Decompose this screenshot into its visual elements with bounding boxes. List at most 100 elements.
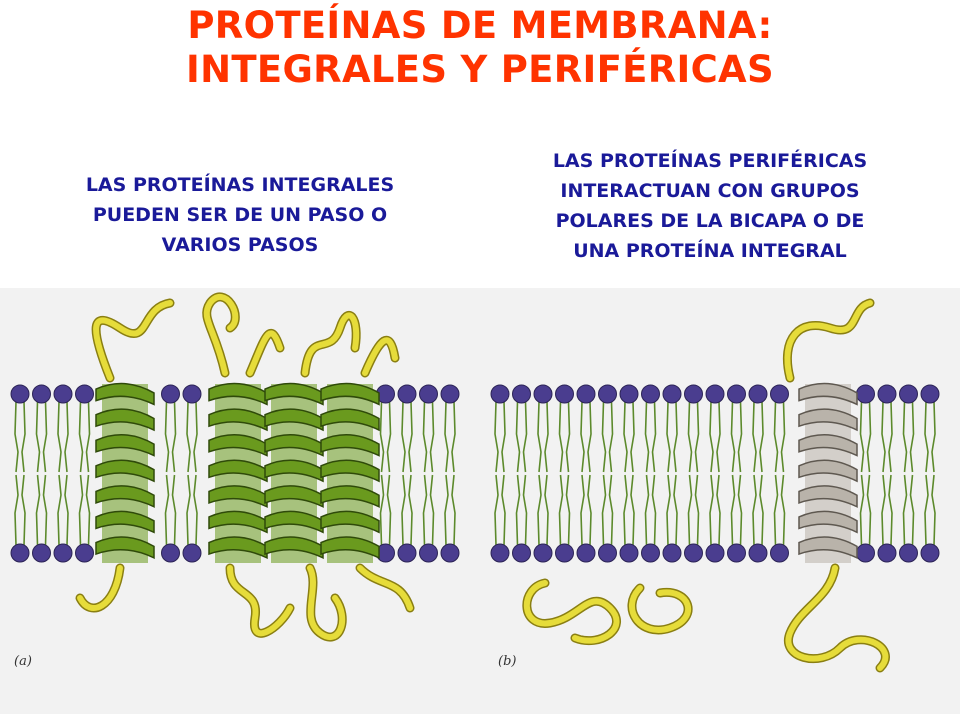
lipid-tail xyxy=(687,401,693,473)
lipid-tail xyxy=(565,474,571,546)
lipid-tail xyxy=(379,474,385,546)
helix-turn xyxy=(320,510,380,534)
page-title: PROTEÍNAS DE MEMBRANA: INTEGRALES Y PERI… xyxy=(0,4,960,92)
lipid-head xyxy=(619,384,639,404)
lipid-head xyxy=(748,543,768,563)
lipid-tail xyxy=(64,474,69,546)
panel-label-b: (b) xyxy=(498,654,517,669)
caption-peripheral-line-4: UNA PROTEÍNA INTEGRAL xyxy=(573,240,847,262)
caption-peripheral: LAS PROTEÍNAS PERIFÉRICAS INTERACTUAN CO… xyxy=(470,146,950,266)
helix-turn xyxy=(264,536,324,560)
lipid-tail xyxy=(694,401,700,473)
lipid-tail xyxy=(587,401,592,473)
lipid-tail xyxy=(515,474,521,546)
lipid-tail xyxy=(752,401,757,473)
helix-turn xyxy=(208,382,268,406)
lipid-head xyxy=(727,543,746,563)
lipid-head xyxy=(53,384,73,404)
lipid-tail xyxy=(386,474,392,546)
lipid-tail xyxy=(730,474,736,546)
lipid-tail xyxy=(78,401,84,473)
lipid-tail xyxy=(193,401,198,473)
helix-turn xyxy=(798,459,858,483)
lipid-tail xyxy=(501,401,506,473)
lipid-tail xyxy=(186,474,191,546)
lipid-tail xyxy=(35,401,41,473)
lipid-tail xyxy=(57,474,62,546)
lipid-tail xyxy=(644,474,650,546)
lipid-head xyxy=(662,543,682,563)
helix-turn xyxy=(264,485,324,508)
lipid-tail xyxy=(888,401,893,473)
lipid-head xyxy=(705,384,725,404)
helix-turn xyxy=(208,408,268,432)
lipid-head xyxy=(10,384,30,404)
helix-turn xyxy=(320,434,380,457)
lipid-tail xyxy=(186,401,191,473)
lipid-tail xyxy=(737,474,743,546)
lipid-tail xyxy=(601,474,607,546)
helix-turn xyxy=(208,434,268,457)
lipid-tail xyxy=(558,474,564,546)
helix-turn xyxy=(95,408,155,432)
lipid-tail xyxy=(386,401,392,473)
polypeptide-loop xyxy=(357,565,413,611)
helix-turn xyxy=(798,536,858,560)
title-line-2: INTEGRALES Y PERIFÉRICAS xyxy=(186,48,774,91)
caption-peripheral-line-1: LAS PROTEÍNAS PERIFÉRICAS xyxy=(552,150,868,172)
helix-turn xyxy=(320,408,380,432)
lipid-tail xyxy=(501,474,506,546)
helix-turn xyxy=(264,434,324,457)
lipid-tail xyxy=(494,401,499,473)
lipid-tail xyxy=(881,401,886,473)
lipid-head xyxy=(877,543,897,563)
lipid-tail xyxy=(451,474,456,546)
helix-turn xyxy=(208,510,268,534)
lipid-head xyxy=(770,384,789,404)
lipid-tail xyxy=(57,401,62,473)
lipid-tail xyxy=(42,474,48,546)
lipid-tail xyxy=(565,401,571,473)
lipid-head xyxy=(440,384,460,404)
polypeptide-loop xyxy=(785,565,889,671)
lipid-tail xyxy=(171,401,177,473)
lipid-head xyxy=(397,543,417,563)
lipid-tail xyxy=(408,401,413,473)
lipid-head xyxy=(899,384,918,404)
polypeptide-loop xyxy=(203,293,239,376)
lipid-tail xyxy=(773,401,779,473)
title-line-1: PROTEÍNAS DE MEMBRANA: xyxy=(187,4,773,47)
polypeptide-loop xyxy=(227,565,293,637)
polypeptide-loop xyxy=(93,300,173,381)
lipid-tail xyxy=(422,474,428,546)
helix-turn xyxy=(320,382,380,406)
helix-turn xyxy=(320,459,380,483)
lipid-tail xyxy=(630,474,635,546)
lipid-tail xyxy=(737,401,743,473)
lipid-tail xyxy=(673,401,678,473)
polypeptide-loop xyxy=(247,330,283,376)
lipid-tail xyxy=(601,401,607,473)
lipid-tail xyxy=(709,401,714,473)
lipid-tail xyxy=(580,474,585,546)
lipid-tail xyxy=(859,474,865,546)
lipid-tail xyxy=(78,474,84,546)
lipid-tail xyxy=(608,474,614,546)
lipid-head xyxy=(75,543,94,563)
caption-integral-line-2: PUEDEN SER DE UN PASO O xyxy=(92,204,388,226)
lipid-tail xyxy=(888,474,893,546)
membrane-diagram xyxy=(10,292,940,673)
lipid-tail xyxy=(515,401,521,473)
lipid-tail xyxy=(644,401,650,473)
lipid-tail xyxy=(164,474,170,546)
lipid-head xyxy=(598,543,617,563)
lipid-tail xyxy=(544,474,549,546)
polypeptide-loop xyxy=(307,565,346,640)
lipid-tail xyxy=(164,401,170,473)
lipid-head xyxy=(182,543,202,563)
lipid-tail xyxy=(773,474,779,546)
lipid-tail xyxy=(171,474,177,546)
caption-integral-line-1: LAS PROTEÍNAS INTEGRALES xyxy=(85,174,395,196)
helix-turn xyxy=(208,485,268,508)
lipid-tail xyxy=(759,474,764,546)
